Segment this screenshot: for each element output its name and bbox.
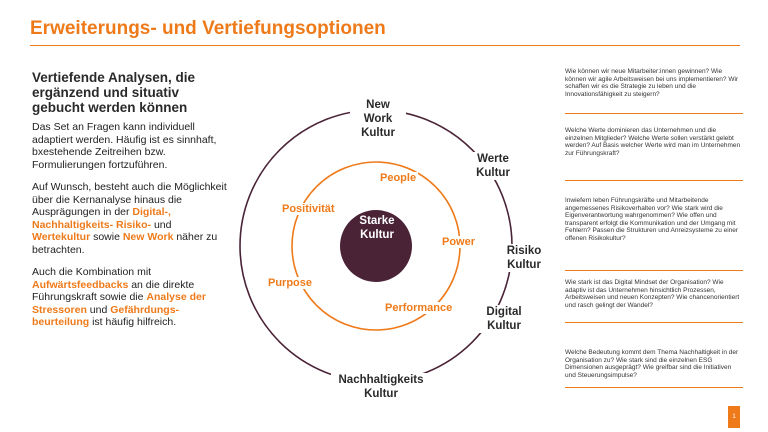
highlight-stressoren: Analyse der Stressoren — [32, 291, 206, 316]
text-segment: Auf Wunsch, besteht auch die Möglichkeit… — [32, 181, 227, 218]
label-line: New — [366, 99, 390, 111]
center-line-1: Starke — [359, 215, 395, 227]
highlight-new-work: New Work — [122, 231, 174, 243]
question-nachhaltigkeit: Welche Bedeutung kommt dem Thema Nachhal… — [565, 349, 739, 379]
purpose-label: Purpose — [266, 277, 315, 289]
label-line: Werte — [477, 153, 509, 165]
center-circle — [340, 210, 412, 282]
text-segment: und — [151, 218, 172, 231]
new-work-kultur-label: New Work Kultur — [350, 98, 406, 140]
text-segment: und — [86, 303, 111, 316]
label-line: Digital — [486, 306, 522, 318]
question-divider — [565, 387, 743, 388]
label-line: Work — [363, 113, 393, 125]
text-segment: sowie — [90, 231, 123, 243]
highlight-wertekultur: Wertekultur — [32, 231, 91, 243]
highlight-gefaehrdungsbeurteilung: Gefährdungs-beurteilung — [32, 303, 180, 329]
intro-heading: Vertiefende Analysen, die ergänzend und … — [32, 70, 196, 115]
text-segment: ist häufig hilfreich. — [89, 316, 177, 328]
question-divider — [565, 270, 743, 271]
label-line: Kultur — [487, 320, 521, 332]
label-line: Kultur — [361, 127, 395, 139]
text-segment: Auch die Kombination mit — [32, 266, 152, 278]
question-divider — [565, 113, 743, 114]
label-line: Risiko — [506, 245, 542, 257]
center-line-2: Kultur — [360, 229, 394, 241]
intro-column: Vertiefende Analysen, die ergänzend und … — [32, 70, 232, 339]
people-label: People — [378, 172, 419, 184]
question-risiko: Inwiefern leben Führungskräfte und Mitar… — [565, 197, 739, 242]
highlight-cultures: Digital-, Nachhaltigkeits- Risiko- — [32, 206, 171, 231]
digital-kultur-label: Digital Kultur — [479, 305, 529, 333]
page-number-badge: 1 — [728, 406, 740, 428]
center-label: Starke Kultur — [341, 214, 413, 242]
question-digital: Wie stark ist das Digital Mindset der Or… — [565, 279, 740, 309]
label-line: Kultur — [476, 167, 510, 179]
intro-paragraph-1: Das Set an Fragen kann individuell adapt… — [32, 121, 217, 171]
text-segment: näher zu betrachten. — [32, 231, 218, 256]
question-divider — [565, 180, 743, 181]
question-new-work: Wie können wir neue Mitarbeiter:innen ge… — [565, 68, 739, 98]
page-title: Erweiterungs- und Vertiefungsoptionen — [30, 18, 386, 39]
risiko-kultur-label: Risiko Kultur — [499, 244, 549, 272]
label-line: Kultur — [507, 259, 541, 271]
positivitaet-label: Positivität — [280, 203, 337, 215]
label-line: Kultur — [364, 388, 398, 400]
question-divider — [565, 322, 743, 323]
power-label: Power — [440, 236, 478, 248]
title-divider — [30, 45, 740, 46]
performance-label: Performance — [383, 302, 455, 314]
highlight-aufwaertsfeedbacks: Aufwärtsfeedbacks — [32, 278, 129, 291]
text-segment: an die direkte Führungskraft sowie die — [32, 278, 195, 304]
question-werte: Welche Werte dominieren das Unternehmen … — [565, 127, 741, 157]
intro-paragraph-3: Auch die Kombination mit Aufwärtsfeedbac… — [32, 266, 232, 329]
label-line: Nachhaltigkeits — [338, 374, 424, 386]
werte-kultur-label: Werte Kultur — [468, 152, 518, 180]
intro-paragraph-2: Auf Wunsch, besteht auch die Möglichkeit… — [32, 181, 232, 256]
nachhaltigkeits-kultur-label: Nachhaltigkeits Kultur — [331, 373, 431, 401]
